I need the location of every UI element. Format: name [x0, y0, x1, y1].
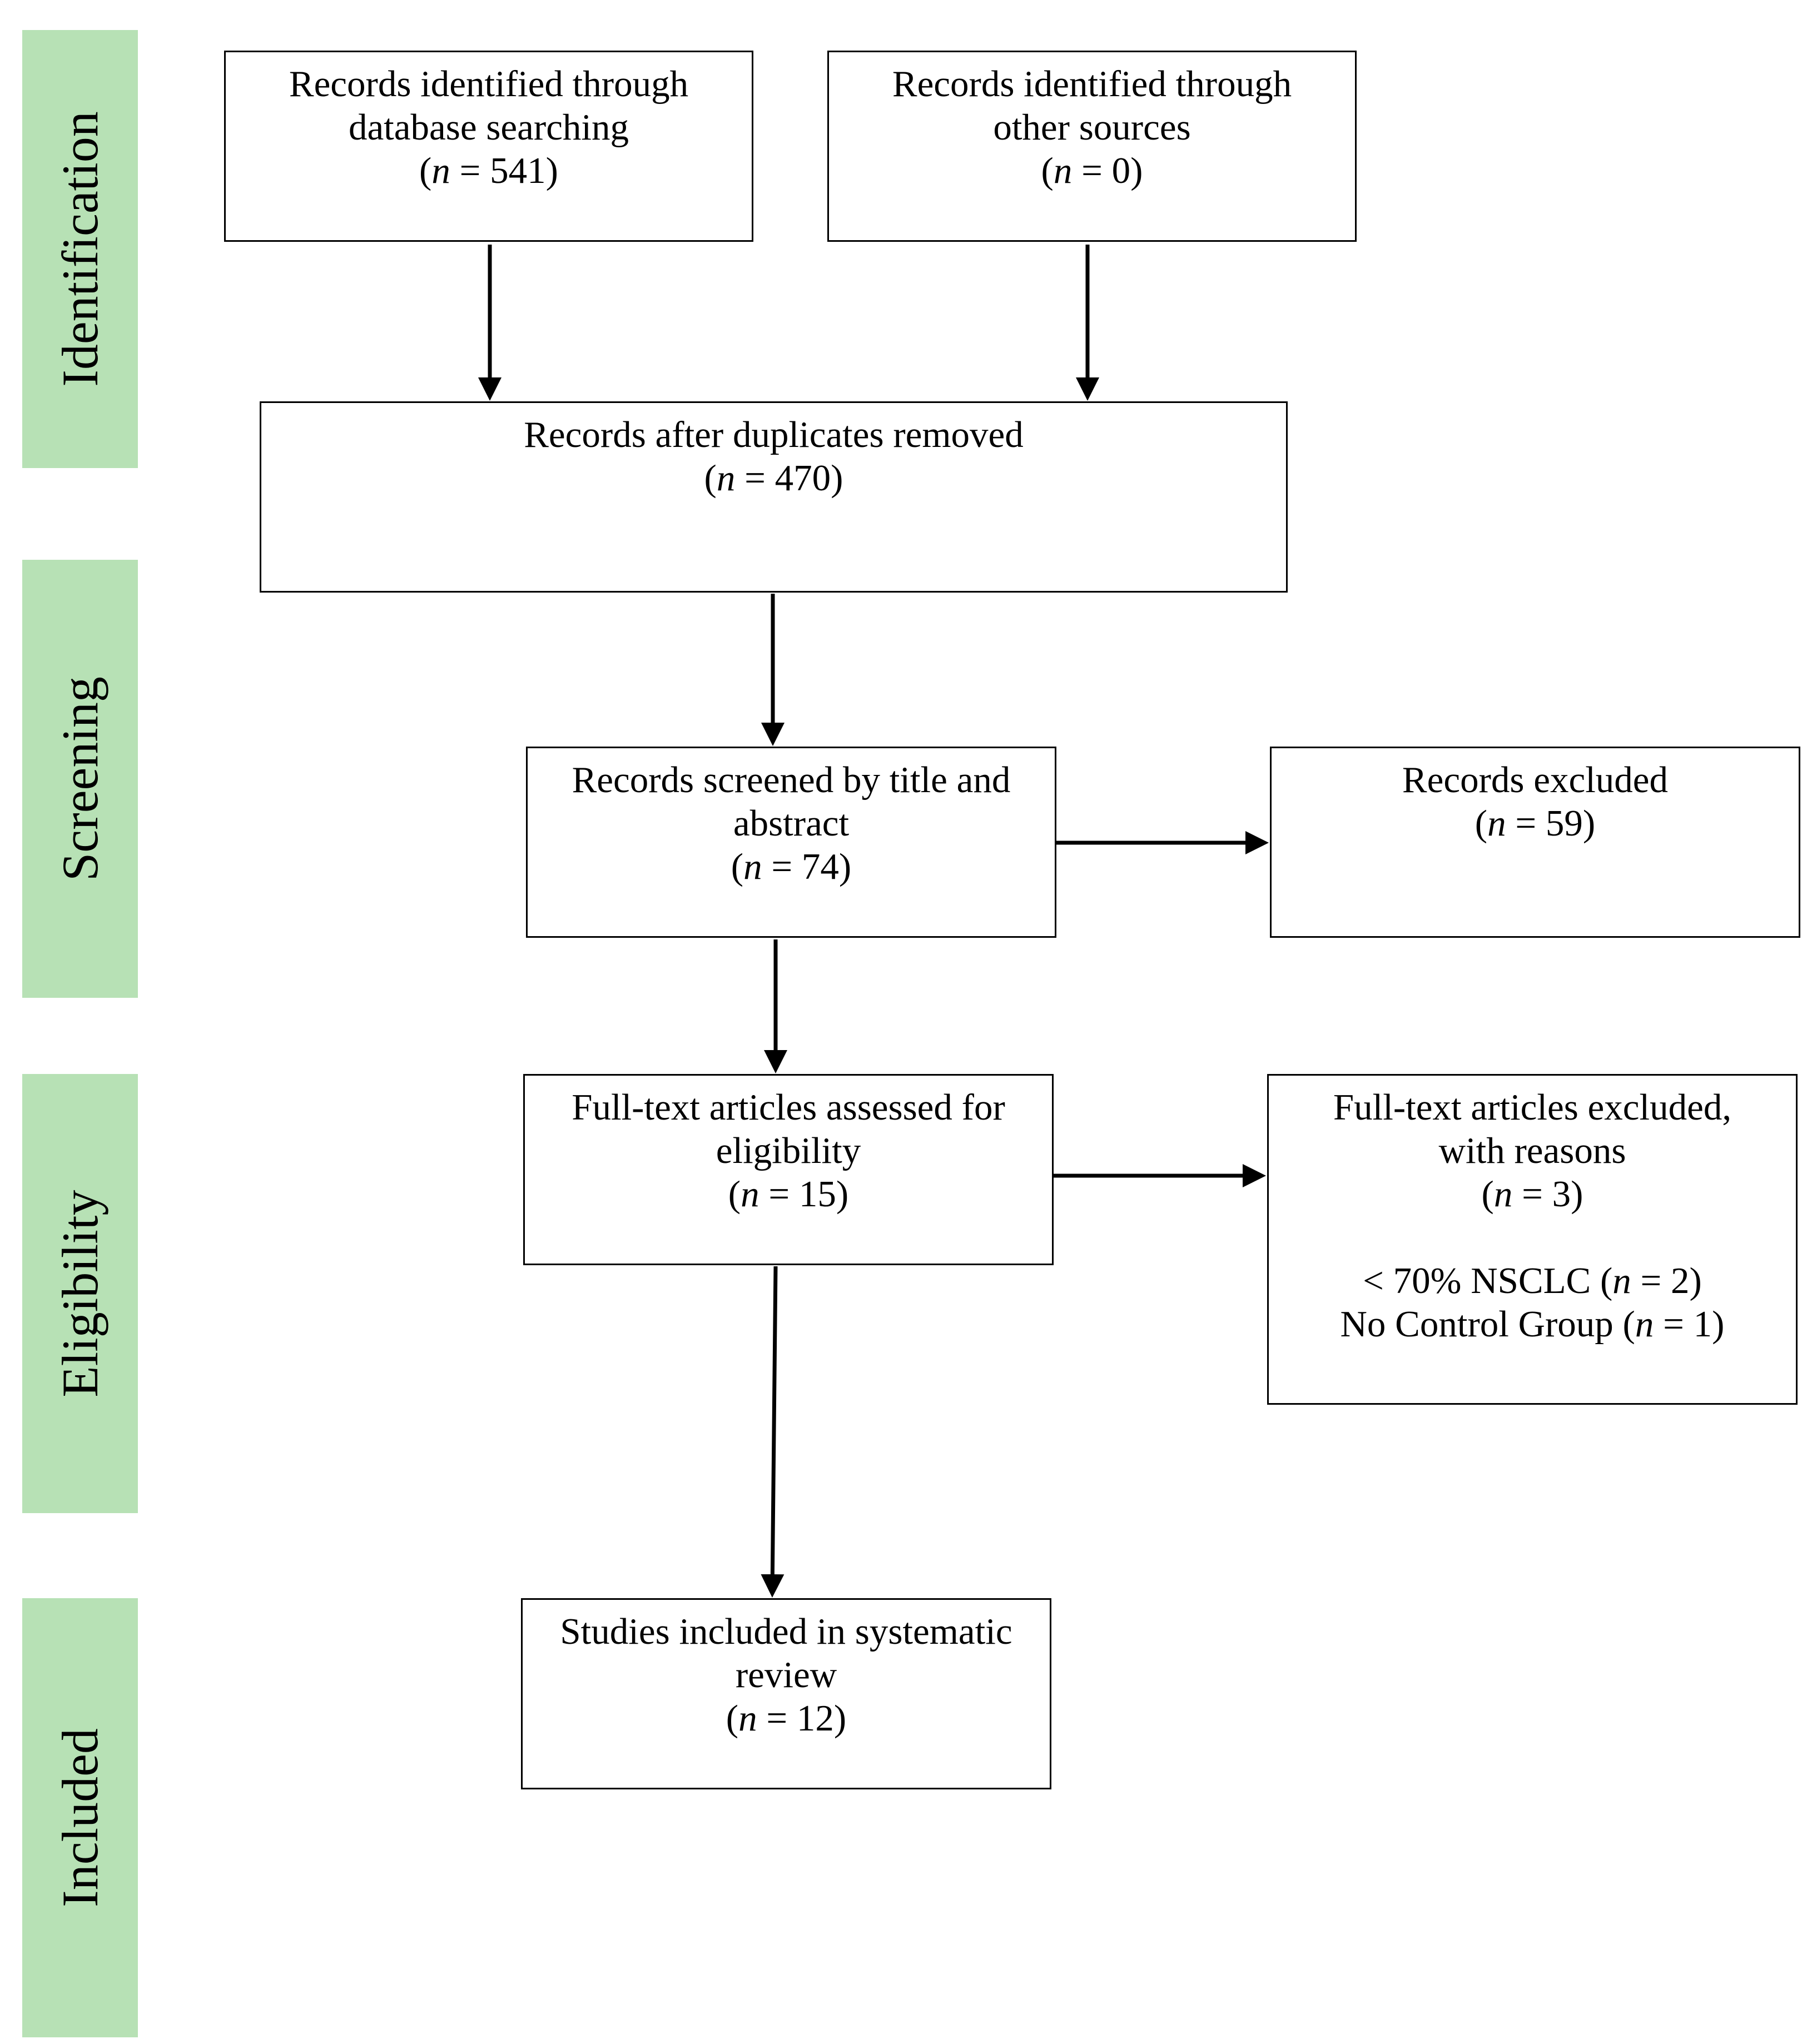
box-duplicates-count: (n = 470)	[704, 457, 843, 499]
box-duplicates-title-1: Records after duplicates removed	[524, 414, 1024, 455]
box-other-count: (n = 0)	[1041, 150, 1143, 191]
box-screened-title-1: Records screened by title and	[572, 759, 1011, 800]
box-database-count: (n = 541)	[419, 150, 558, 191]
box-screened-title-2: abstract	[733, 803, 850, 844]
box-excluded-count: (n = 59)	[1475, 803, 1596, 844]
box-fulltext-excluded: Full-text articles excluded, with reason…	[1267, 1074, 1798, 1405]
box-screened-count: (n = 74)	[731, 846, 852, 887]
box-included-title-2: review	[735, 1654, 837, 1695]
box-database-searching: Records identified through database sear…	[224, 51, 753, 242]
box-other-title-2: other sources	[993, 107, 1191, 148]
exclusion-reason-no-control: No Control Group (n = 1)	[1340, 1304, 1725, 1345]
stage-identification: Identification	[22, 30, 138, 468]
box-database-title-2: database searching	[348, 107, 629, 148]
box-studies-included: Studies included in systematic review (n…	[521, 1598, 1051, 1789]
box-fulltext-title-2: eligibility	[716, 1130, 861, 1171]
box-fulltext-excluded-title-1: Full-text articles excluded,	[1333, 1087, 1732, 1128]
box-fulltext-title-1: Full-text articles assessed for	[572, 1087, 1005, 1128]
stage-eligibility: Eligibility	[22, 1074, 138, 1513]
arrow-fulltext-to-included	[761, 1266, 785, 1598]
box-records-excluded: Records excluded (n = 59)	[1270, 747, 1800, 938]
stage-label-screening: Screening	[52, 677, 108, 881]
box-database-title-1: Records identified through	[289, 63, 689, 105]
box-included-count: (n = 12)	[726, 1698, 847, 1739]
box-fulltext-excluded-count: (n = 3)	[1481, 1173, 1583, 1215]
box-fulltext-assessed: Full-text articles assessed for eligibil…	[523, 1074, 1054, 1265]
box-duplicates-removed: Records after duplicates removed (n = 47…	[260, 401, 1288, 593]
box-other-title-1: Records identified through	[892, 63, 1292, 105]
stage-included: Included	[22, 1598, 138, 2037]
box-other-sources: Records identified through other sources…	[827, 51, 1357, 242]
exclusion-reason-nsclc: < 70% NSCLC (n = 2)	[1363, 1260, 1702, 1301]
stage-label-identification: Identification	[52, 111, 108, 387]
stage-screening: Screening	[22, 560, 138, 998]
box-fulltext-excluded-title-2: with reasons	[1438, 1130, 1626, 1171]
box-fulltext-count: (n = 15)	[728, 1173, 849, 1215]
box-included-title-1: Studies included in systematic	[560, 1611, 1012, 1652]
stage-label-eligibility: Eligibility	[52, 1190, 108, 1398]
box-excluded-title-1: Records excluded	[1402, 759, 1669, 800]
box-records-screened: Records screened by title and abstract (…	[526, 747, 1056, 938]
stage-label-included: Included	[52, 1728, 108, 1907]
